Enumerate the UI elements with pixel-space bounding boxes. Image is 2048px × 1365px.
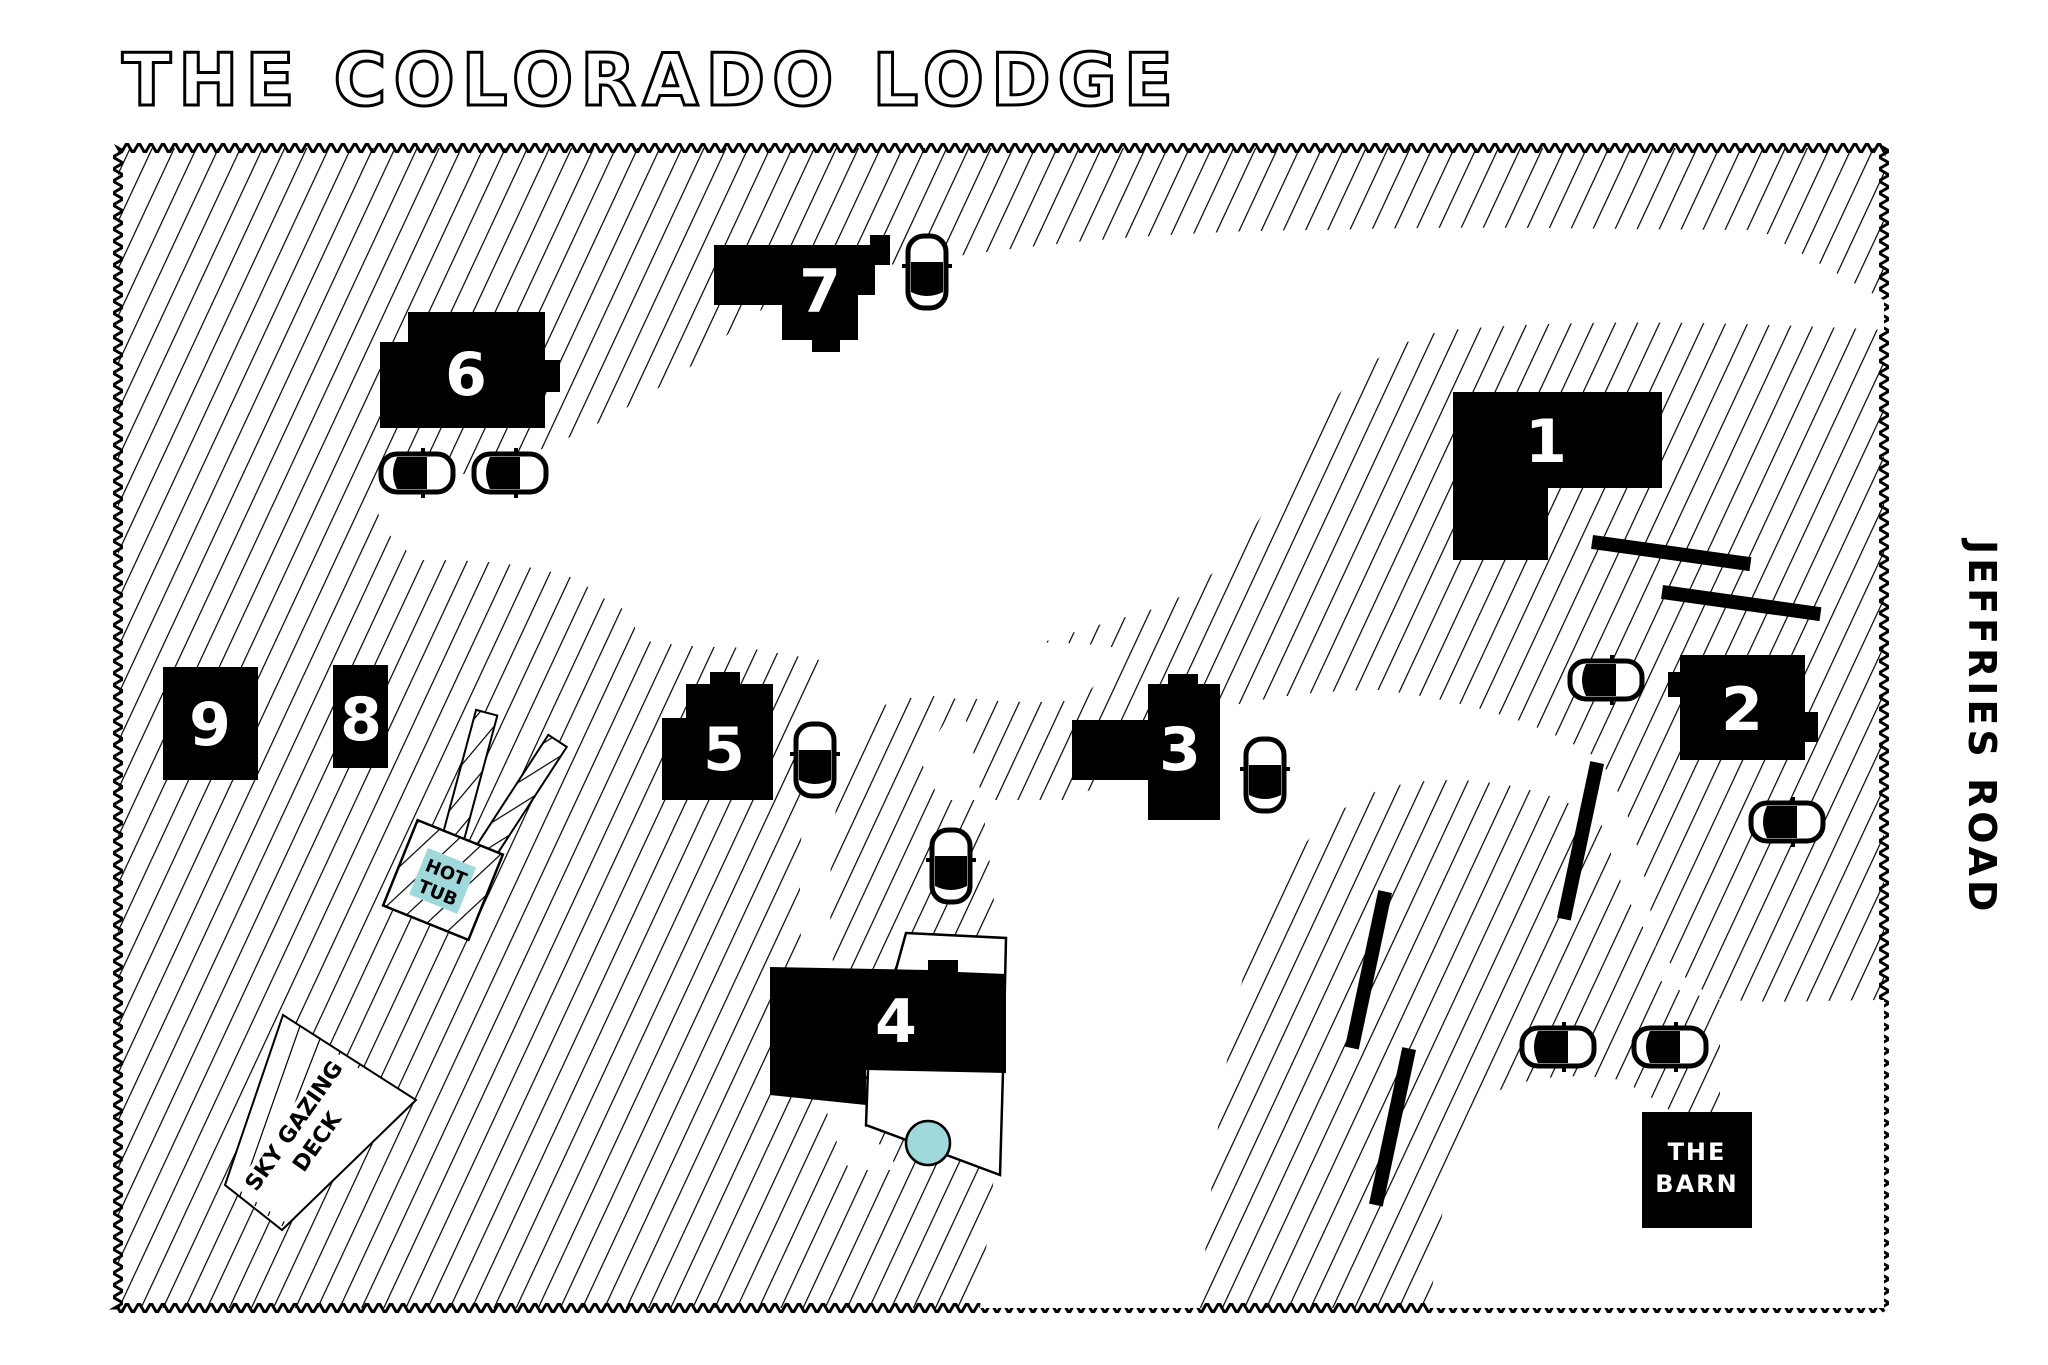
fence-icon <box>1591 535 1752 572</box>
building-2-label: 2 <box>1721 675 1763 745</box>
fences <box>1345 535 1822 1207</box>
map-title: THE COLORADO LODGE <box>121 37 1180 124</box>
building-5[interactable]: 5 <box>662 672 773 800</box>
car-icon <box>1631 1022 1709 1072</box>
building-6[interactable]: 6 <box>380 312 560 428</box>
car-icon <box>902 233 952 311</box>
fence-icon <box>1557 761 1605 921</box>
building-6-label: 6 <box>445 340 487 410</box>
clearings <box>377 227 1884 1308</box>
car-icon <box>926 827 976 905</box>
hot-tub <box>409 848 477 914</box>
building-8-label: 8 <box>340 685 382 755</box>
hot-tub-deck: HOT TUB <box>381 818 505 942</box>
building-4[interactable]: 4 <box>770 931 1008 1177</box>
building-3-label: 3 <box>1159 715 1201 785</box>
car-icon <box>471 448 549 498</box>
building-1[interactable]: 1 <box>1453 392 1662 560</box>
building-5-label: 5 <box>703 715 745 785</box>
hot-tub-area[interactable]: HOT TUB <box>381 708 569 942</box>
car-icon <box>1567 655 1645 705</box>
fence-icon <box>1369 1047 1416 1207</box>
barn-label-line1: THE <box>1668 1138 1727 1166</box>
pool-icon <box>904 1119 952 1167</box>
building-7[interactable]: 7 <box>714 235 890 352</box>
car-icon <box>378 448 456 498</box>
sky-gazing-deck[interactable]: SKY GAZING DECK <box>223 1013 418 1232</box>
fence-icon <box>1345 890 1393 1050</box>
building-4-label: 4 <box>875 987 917 1057</box>
car-icon <box>1519 1022 1597 1072</box>
fence-icon <box>1661 585 1822 622</box>
building-9-label: 9 <box>189 690 231 760</box>
barn-label-line2: BARN <box>1655 1170 1738 1198</box>
parking-spots <box>378 233 1826 1072</box>
building-9[interactable]: 9 <box>163 667 258 780</box>
car-icon <box>1240 736 1290 814</box>
car-icon <box>790 721 840 799</box>
building-7-label: 7 <box>799 257 841 327</box>
building-3[interactable]: 3 <box>1072 674 1220 820</box>
the-barn[interactable]: THE BARN <box>1642 1112 1752 1228</box>
road-label: JEFFRIES ROAD <box>1960 540 2004 916</box>
building-1-label: 1 <box>1525 407 1567 477</box>
building-8[interactable]: 8 <box>333 665 388 768</box>
car-icon <box>1748 797 1826 847</box>
building-2[interactable]: 2 <box>1668 655 1818 760</box>
